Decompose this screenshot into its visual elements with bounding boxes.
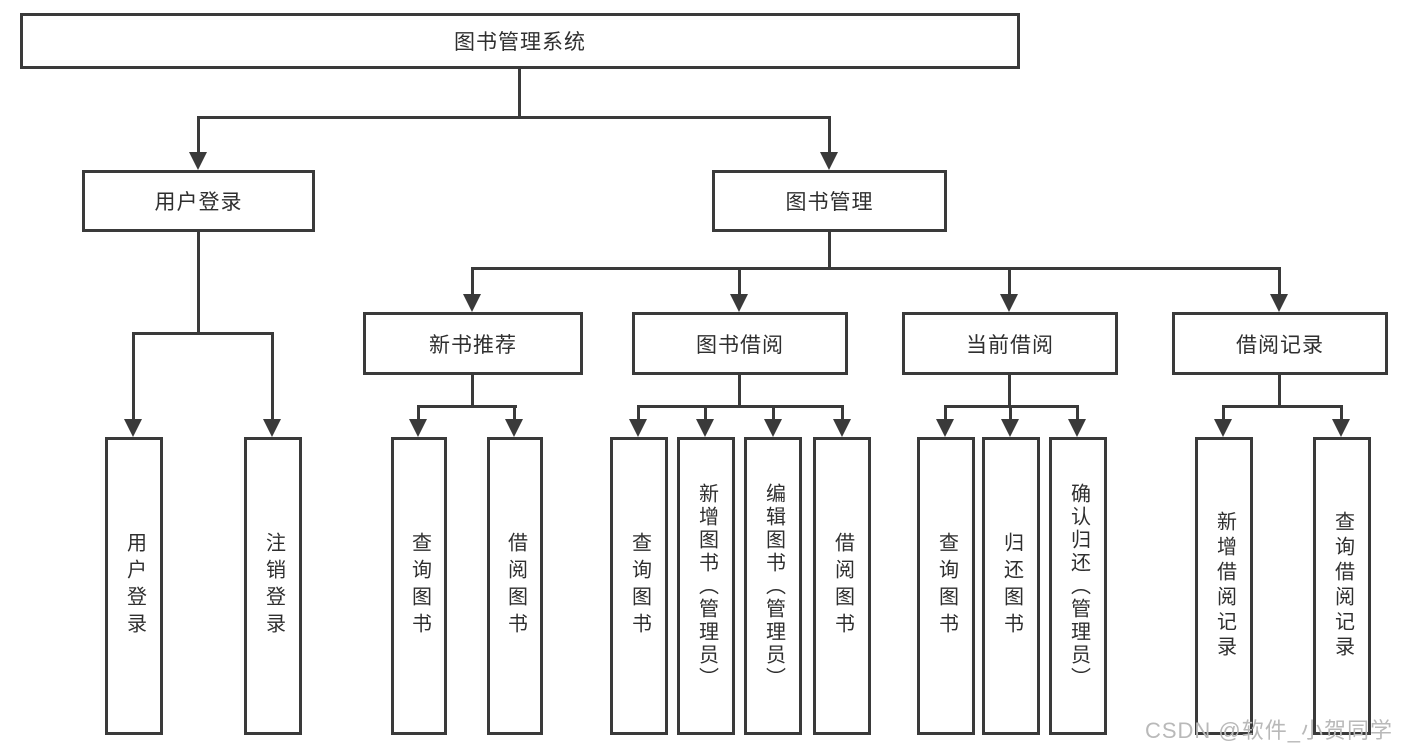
- connector-stem-leaf-logout: [271, 332, 274, 421]
- leaf-user-login-label: 用户登录: [123, 532, 146, 640]
- leaf-br-query-record-label: 查询借阅记录: [1331, 511, 1354, 661]
- connector-stem-cb-query: [944, 405, 947, 421]
- leaf-bb-query-book: 查询图书: [610, 437, 668, 735]
- arrow-down-icon: [1068, 419, 1086, 437]
- leaf-nb-borrow-book-label: 借阅图书: [504, 532, 527, 640]
- arrow-down-icon: [124, 419, 142, 437]
- arrow-down-icon: [1001, 419, 1019, 437]
- leaf-logout: 注销登录: [244, 437, 302, 735]
- node-book-borrow: 图书借阅: [632, 312, 848, 375]
- connector-stem-nb-borrow: [513, 405, 516, 421]
- leaf-bb-query-book-label: 查询图书: [628, 532, 651, 640]
- connector-borrow-records-stub: [1278, 375, 1281, 408]
- connector-stem-br-query: [1340, 405, 1343, 421]
- connector-stem-cb-confirm: [1076, 405, 1079, 421]
- connector-stem-bb-query: [637, 405, 640, 421]
- node-current-borrow: 当前借阅: [902, 312, 1118, 375]
- arrow-down-icon: [833, 419, 851, 437]
- arrow-down-icon: [1332, 419, 1350, 437]
- connector-stem-book-management: [828, 116, 831, 154]
- connector-current-borrow-stub: [1008, 375, 1011, 408]
- connector-stem-br-add: [1222, 405, 1225, 421]
- connector-stem-book-borrow: [738, 267, 741, 298]
- leaf-bb-add-book-label: 新增图书（管理员）: [695, 482, 718, 690]
- connector-stem-current-borrow: [1008, 267, 1011, 298]
- leaf-user-login: 用户登录: [105, 437, 163, 735]
- arrow-down-icon: [1270, 294, 1288, 312]
- leaf-nb-query-book-label: 查询图书: [408, 532, 431, 640]
- leaf-bb-borrow-book: 借阅图书: [813, 437, 871, 735]
- connector-stem-nb-query: [417, 405, 420, 421]
- csdn-watermark: CSDN @软件_小贺同学: [1144, 718, 1393, 743]
- leaf-br-add-record-label: 新增借阅记录: [1213, 511, 1236, 661]
- arrow-down-icon: [696, 419, 714, 437]
- arrow-down-icon: [263, 419, 281, 437]
- connector-book-borrow-split: [637, 405, 843, 408]
- connector-book-borrow-stub: [738, 375, 741, 408]
- leaf-bb-add-book: 新增图书（管理员）: [677, 437, 735, 735]
- leaf-bb-edit-book: 编辑图书（管理员）: [744, 437, 802, 735]
- connector-borrow-records-split: [1222, 405, 1343, 408]
- connector-stem-bb-edit: [772, 405, 775, 421]
- leaf-bb-borrow-book-label: 借阅图书: [831, 532, 854, 640]
- leaf-logout-label: 注销登录: [262, 532, 285, 640]
- arrow-down-icon: [505, 419, 523, 437]
- connector-stem-cb-return: [1009, 405, 1012, 421]
- leaf-cb-return-book-label: 归还图书: [1000, 532, 1023, 640]
- connector-user-login-split: [132, 332, 274, 335]
- node-root: 图书管理系统: [20, 13, 1020, 69]
- connector-stem-borrow-records: [1278, 267, 1281, 298]
- connector-root-stub: [518, 68, 521, 119]
- leaf-cb-confirm-return: 确认归还（管理员）: [1049, 437, 1107, 735]
- node-borrow-records: 借阅记录: [1172, 312, 1388, 375]
- leaf-br-add-record: 新增借阅记录: [1195, 437, 1253, 735]
- leaf-nb-borrow-book: 借阅图书: [487, 437, 543, 735]
- node-book-management: 图书管理: [712, 170, 947, 232]
- connector-stem-user-login: [197, 116, 200, 154]
- connector-stem-leaf-user-login: [132, 332, 135, 421]
- leaf-cb-query-book: 查询图书: [917, 437, 975, 735]
- connector-root-split: [197, 116, 831, 119]
- connector-new-book-split: [417, 405, 517, 408]
- connector-stem-bb-borrow: [841, 405, 844, 421]
- arrow-down-icon: [764, 419, 782, 437]
- connector-stem-new-book: [471, 267, 474, 298]
- arrow-down-icon: [1000, 294, 1018, 312]
- connector-new-book-stub: [471, 375, 474, 408]
- leaf-cb-query-book-label: 查询图书: [935, 532, 958, 640]
- connector-book-management-split: [471, 267, 1281, 270]
- arrow-down-icon: [629, 419, 647, 437]
- arrow-down-icon: [1214, 419, 1232, 437]
- arrow-down-icon: [936, 419, 954, 437]
- arrow-down-icon: [730, 294, 748, 312]
- arrow-down-icon: [820, 152, 838, 170]
- arrow-down-icon: [189, 152, 207, 170]
- leaf-br-query-record: 查询借阅记录: [1313, 437, 1371, 735]
- connector-stem-bb-add: [704, 405, 707, 421]
- arrow-down-icon: [463, 294, 481, 312]
- connector-user-login-stub: [197, 232, 200, 335]
- leaf-cb-confirm-return-label: 确认归还（管理员）: [1067, 482, 1090, 690]
- leaf-bb-edit-book-label: 编辑图书（管理员）: [762, 482, 785, 690]
- leaf-nb-query-book: 查询图书: [391, 437, 447, 735]
- connector-book-management-stub: [828, 232, 831, 270]
- node-new-book-recommend: 新书推荐: [363, 312, 583, 375]
- leaf-cb-return-book: 归还图书: [982, 437, 1040, 735]
- arrow-down-icon: [409, 419, 427, 437]
- node-user-login: 用户登录: [82, 170, 315, 232]
